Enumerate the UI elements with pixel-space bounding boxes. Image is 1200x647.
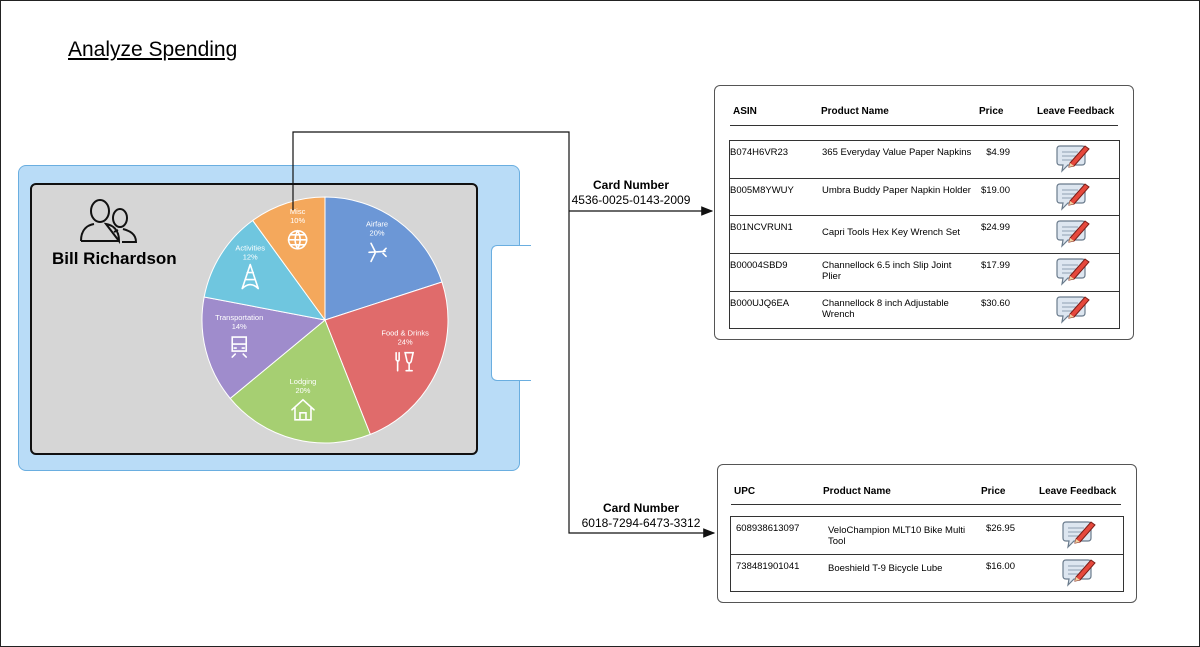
users-icon [80, 199, 138, 244]
pie-slice-label: Food & Drinks [381, 329, 429, 338]
card-number-title: Card Number [602, 501, 679, 515]
pie-slice-percent: 24% [398, 338, 413, 347]
column-header-product-name: Product Name [823, 486, 891, 497]
pie-slice-percent: 20% [370, 228, 385, 237]
pie-slice-airfare [324, 196, 443, 321]
column-header-product-name: Product Name [821, 106, 889, 117]
train-icon [231, 336, 248, 358]
credit-card-notch [491, 245, 531, 381]
column-header-leave-feedback: Leave Feedback [1037, 106, 1115, 117]
product-price: $30.60 [980, 298, 1010, 309]
asin-products-table: ASIN Product Name Price Leave Feedback B… [714, 85, 1134, 340]
leave-feedback-icon[interactable] [1056, 294, 1090, 329]
page-title: Analyze Spending [68, 38, 238, 61]
pie-slice-label: Transportation [215, 313, 263, 322]
product-id: 738481901041 [736, 561, 800, 572]
leave-feedback-icon[interactable] [1056, 218, 1090, 253]
product-name: 365 Everyday Value Paper Napkins [822, 147, 972, 158]
product-name: Channellock 6.5 inch Slip Joint Plier [822, 260, 952, 282]
pie-slice-misc [252, 196, 326, 322]
leave-feedback-icon[interactable] [1062, 519, 1096, 554]
product-price: $16.00 [985, 561, 1015, 572]
pie-slice-transportation [201, 296, 327, 400]
product-price: $4.99 [986, 147, 1010, 158]
table-row: 608938613097 VeloChampion MLT10 Bike Mult… [731, 517, 1123, 555]
product-name: Boeshield T-9 Bicycle Lube [828, 563, 943, 574]
product-price: $19.00 [980, 185, 1010, 196]
table-row: B01NCVRUN1 Capri Tools Hex Key Wrench Set… [730, 216, 1119, 254]
product-name: Capri Tools Hex Key Wrench Set [822, 227, 960, 238]
column-header-price: Price [979, 106, 1004, 117]
product-id: B000UJQ6EA [730, 298, 790, 309]
eiffel-tower-icon [241, 263, 260, 290]
pie-slice-percent: 10% [290, 216, 305, 225]
leave-feedback-icon[interactable] [1056, 256, 1090, 291]
column-header-leave-feedback: Leave Feedback [1039, 486, 1117, 497]
leave-feedback-icon[interactable] [1062, 557, 1096, 592]
table-row: B005M8YWUY Umbra Buddy Paper Napkin Holde… [730, 179, 1119, 216]
header-divider [731, 504, 1121, 505]
table-row: 738481901041 Boeshield T-9 Bicycle Lube $1… [731, 555, 1123, 591]
food-drinks-icon [395, 351, 415, 372]
pie-slice-food-drinks [324, 281, 449, 436]
product-id: B00004SBD9 [730, 260, 788, 271]
column-header-price: Price [981, 486, 1006, 497]
product-name: Channellock 8 inch Adjustable Wrench [822, 298, 949, 320]
pie-slice-label: Lodging [290, 377, 317, 386]
pie-slice-label: Airfare [366, 219, 388, 228]
product-id: B01NCVRUN1 [730, 222, 793, 233]
header-divider [730, 125, 1118, 126]
leave-feedback-icon[interactable] [1056, 143, 1090, 178]
airplane-icon [368, 242, 387, 263]
card-number-value: 4536-0025-0143-2009 [571, 193, 691, 207]
product-price: $24.99 [980, 222, 1010, 233]
upc-products-table: UPC Product Name Price Leave Feedback 60… [717, 464, 1137, 603]
product-id: 608938613097 [736, 523, 800, 534]
pie-slice-label: Activities [235, 244, 265, 253]
product-price: $26.95 [985, 523, 1015, 534]
column-header-upc: UPC [734, 486, 756, 497]
product-name: Umbra Buddy Paper Napkin Holder [822, 185, 971, 196]
product-price: $17.99 [980, 260, 1010, 271]
house-icon [291, 398, 315, 421]
pie-slice-activities [203, 219, 327, 321]
card-number-label-top: Card Number 4536-0025-0143-2009 [570, 178, 692, 208]
product-name: VeloChampion MLT10 Bike Multi Tool [828, 525, 966, 547]
pie-slice-lodging [229, 319, 371, 444]
product-id: B074H6VR23 [730, 147, 789, 158]
pie-slice-percent: 14% [232, 322, 247, 331]
cardholder-name: Bill Richardson [52, 249, 177, 268]
table-row: B074H6VR23 365 Everyday Value Paper Napki… [730, 141, 1119, 179]
card-number-title: Card Number [592, 178, 669, 192]
table-body: 608938613097 VeloChampion MLT10 Bike Mult… [730, 516, 1124, 592]
table-body: B074H6VR23 365 Everyday Value Paper Napki… [729, 140, 1120, 329]
card-number-label-bottom: Card Number 6018-7294-6473-3312 [580, 501, 702, 531]
table-row: B000UJQ6EA Channellock 8 inch Adjustable … [730, 292, 1119, 328]
column-header-asin: ASIN [733, 106, 757, 117]
card-number-value: 6018-7294-6473-3312 [581, 516, 701, 530]
product-id: B005M8YWUY [730, 185, 794, 196]
pie-slice-label: Misc [290, 207, 306, 216]
pie-slice-percent: 20% [295, 386, 310, 395]
leave-feedback-icon[interactable] [1056, 181, 1090, 216]
pie-slice-percent: 12% [243, 253, 258, 262]
table-row: B00004SBD9 Channellock 6.5 inch Slip Join… [730, 254, 1119, 292]
globe-icon [287, 229, 308, 250]
